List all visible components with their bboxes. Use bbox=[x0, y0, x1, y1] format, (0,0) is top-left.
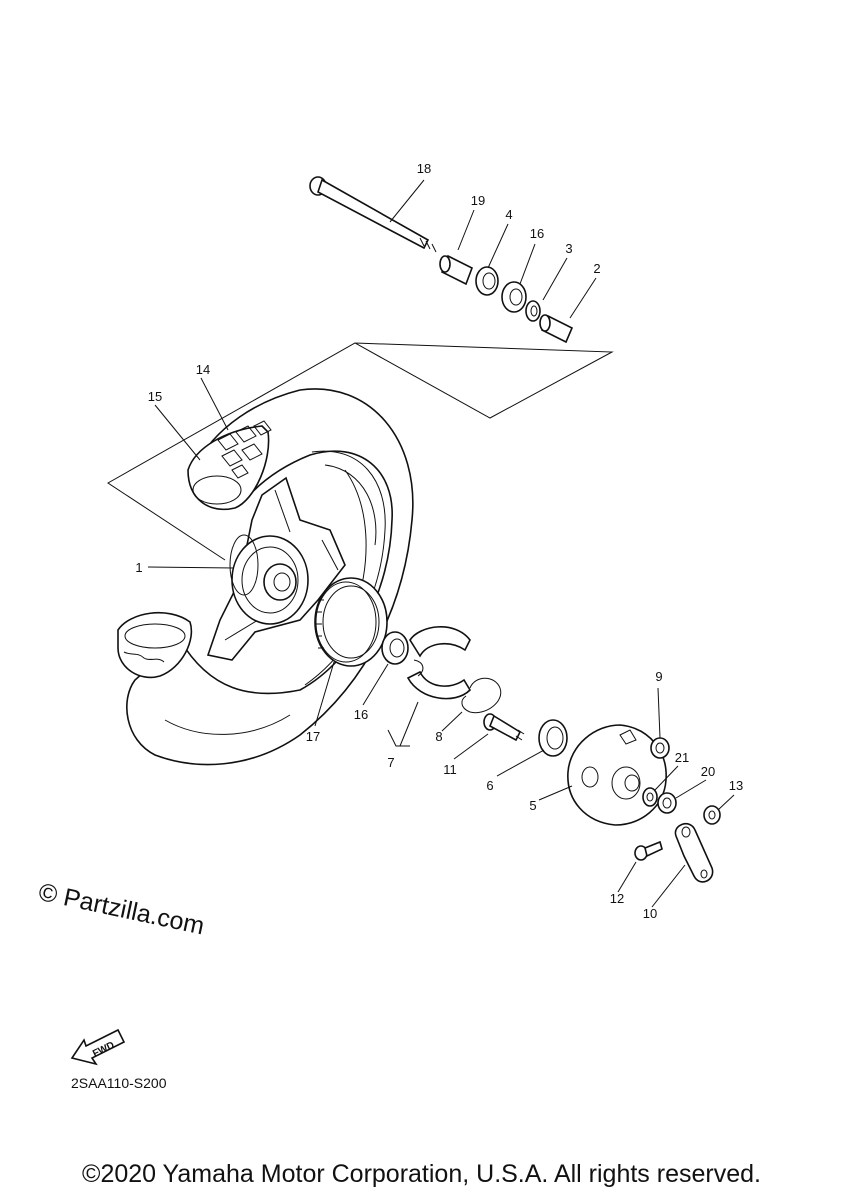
callout-12: 12 bbox=[610, 891, 624, 906]
callout-19: 19 bbox=[471, 193, 485, 208]
callout-4: 4 bbox=[505, 207, 512, 222]
tire-rear-section bbox=[117, 611, 193, 679]
callout-17: 17 bbox=[306, 729, 320, 744]
spring-ring bbox=[461, 677, 502, 714]
callout-3: 3 bbox=[565, 241, 572, 256]
oil-seal bbox=[538, 719, 568, 757]
callout-7: 7 bbox=[387, 755, 394, 770]
callout-8: 8 bbox=[435, 729, 442, 744]
fwd-arrow-icon: FWD bbox=[70, 1028, 126, 1066]
brake-drum-ring bbox=[314, 577, 388, 667]
bolt-12 bbox=[634, 840, 663, 861]
spacer-19 bbox=[439, 254, 474, 286]
copyright-notice: ©2020 Yamaha Motor Corporation, U.S.A. A… bbox=[82, 1160, 761, 1188]
bearing-upper-4 bbox=[475, 266, 499, 296]
assembly-bracket bbox=[107, 342, 614, 561]
callout-6: 6 bbox=[486, 778, 493, 793]
callout-20: 20 bbox=[701, 764, 715, 779]
brake-shoe-plate bbox=[567, 724, 667, 826]
nut-13 bbox=[703, 805, 721, 825]
callout-5: 5 bbox=[529, 798, 536, 813]
washer-21 bbox=[642, 787, 658, 807]
callout-14: 14 bbox=[196, 362, 210, 377]
callout-9: 9 bbox=[655, 669, 662, 684]
cam-lever bbox=[674, 822, 714, 883]
brake-camshaft bbox=[483, 713, 525, 742]
callout-1: 1 bbox=[135, 560, 142, 575]
collar-20 bbox=[657, 792, 677, 814]
leader-lines bbox=[147, 179, 735, 908]
oil-seal-3 bbox=[525, 300, 541, 322]
bearing-upper-16 bbox=[501, 281, 527, 313]
tire-cross-section bbox=[187, 420, 272, 511]
wheel-rim bbox=[206, 476, 346, 661]
bearing-lower bbox=[381, 631, 409, 665]
wheel-axle bbox=[309, 176, 437, 253]
callout-10: 10 bbox=[643, 906, 657, 921]
nut-9 bbox=[650, 737, 670, 759]
collar-2 bbox=[539, 314, 574, 344]
callout-16-lower: 16 bbox=[354, 707, 368, 722]
callout-2: 2 bbox=[593, 261, 600, 276]
brake-shoes bbox=[406, 626, 472, 700]
callout-13: 13 bbox=[729, 778, 743, 793]
callout-15: 15 bbox=[148, 389, 162, 404]
callout-11: 11 bbox=[443, 762, 457, 777]
part-code: 2SAA110-S200 bbox=[71, 1075, 167, 1091]
callout-16-upper: 16 bbox=[530, 226, 544, 241]
callout-18: 18 bbox=[417, 161, 431, 176]
callout-21: 21 bbox=[675, 750, 689, 765]
